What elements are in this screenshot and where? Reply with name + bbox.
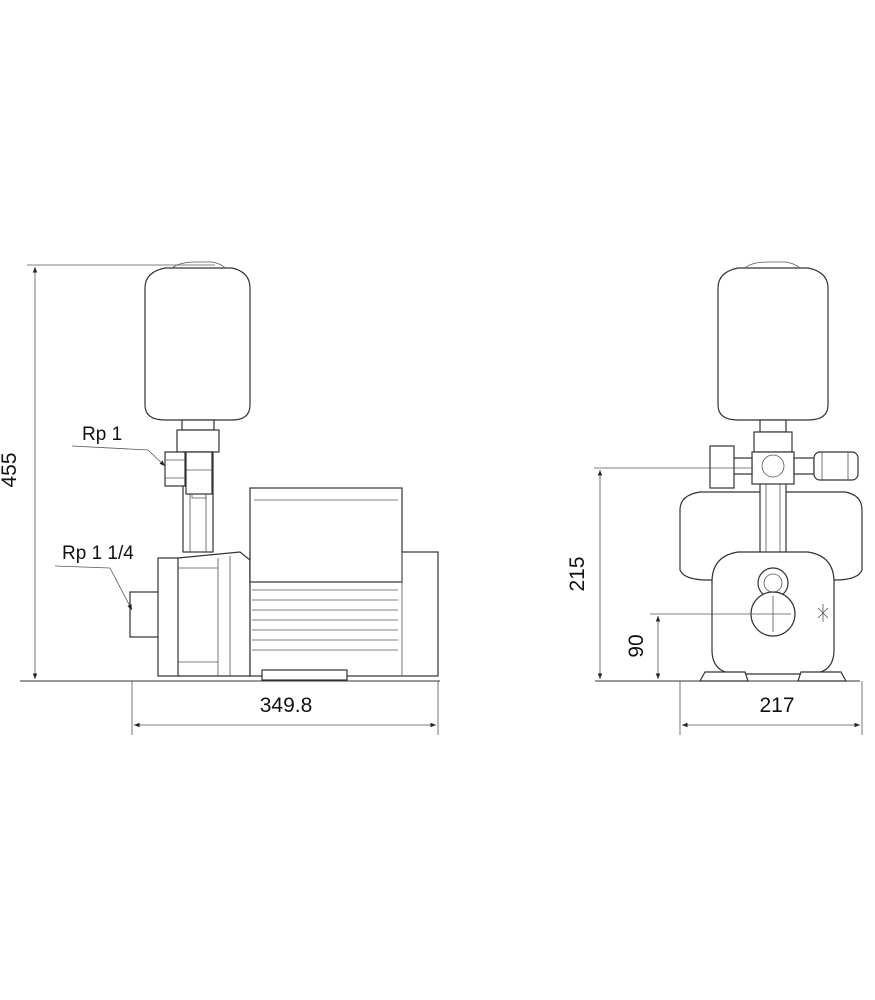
side-motor (249, 487, 439, 681)
overall-height-label: 455 (0, 452, 21, 487)
front-pressure-tank (717, 261, 829, 421)
side-width-label: 349.8 (260, 694, 313, 717)
side-pressure-tank (144, 261, 251, 421)
front-width-label: 217 (759, 694, 794, 717)
outlet-connection-label: Rp 1 (82, 424, 122, 445)
front-view (594, 261, 863, 735)
inlet-connection-label: Rp 1 1/4 (62, 543, 134, 564)
side-pump-housing (129, 551, 251, 677)
front-pump-body (698, 551, 848, 682)
outlet-height-label: 215 (566, 556, 589, 591)
inlet-height-label: 90 (625, 634, 648, 657)
side-view (20, 261, 440, 735)
side-pipe-column (164, 419, 220, 553)
front-pipe-column (709, 419, 859, 561)
